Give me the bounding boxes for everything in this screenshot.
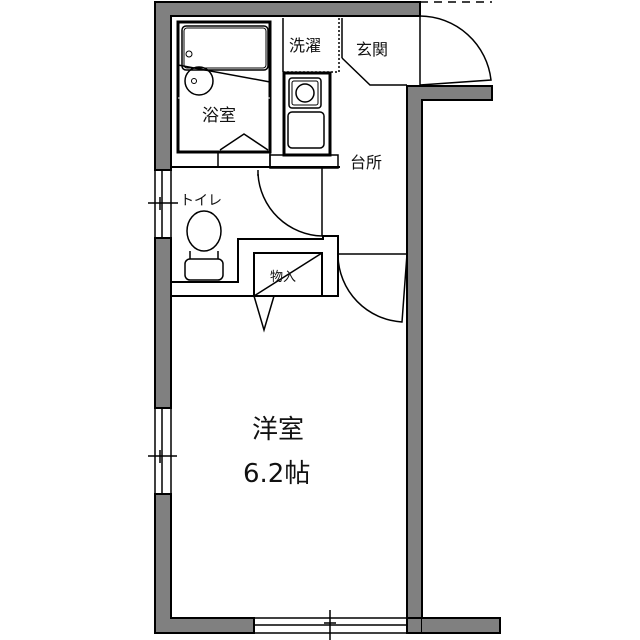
label-bathroom: 浴室 [202,106,236,126]
toilet-fixtures [148,168,339,297]
label-storage: 物入 [270,270,296,285]
room-door [337,253,408,323]
label-room-size: 6.2帖 [243,459,310,489]
entrance-door [419,15,492,86]
walls [154,1,501,634]
kitchen-fixtures [269,18,407,169]
label-laundry: 洗濯 [289,36,321,55]
label-western-room: 洋室 [252,415,304,445]
windows [148,408,407,640]
label-toilet: トイレ [180,193,222,209]
storage-fixtures [253,252,323,333]
label-entrance: 玄関 [356,40,388,59]
label-kitchen: 台所 [350,153,382,172]
